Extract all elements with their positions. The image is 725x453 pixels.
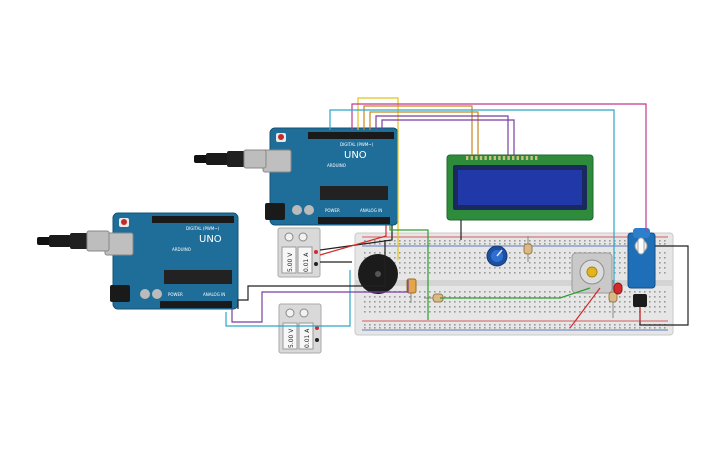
power-supply-top[interactable]: 5.00 V 0.01 A bbox=[277, 227, 321, 278]
arduino-top-model: UNO bbox=[344, 150, 367, 161]
power-supply-bottom-current: 0.01 A bbox=[304, 328, 311, 348]
arduino-top-brand: ARDUINO bbox=[327, 163, 346, 168]
arduino-bottom-digital-label: DIGITAL (PWM~) bbox=[186, 226, 220, 231]
wire-green-2[interactable] bbox=[440, 287, 591, 299]
usb-cable-top[interactable] bbox=[194, 149, 267, 169]
wire-orange-1[interactable] bbox=[363, 105, 473, 155]
piezo-buzzer[interactable] bbox=[358, 254, 398, 294]
transistor[interactable] bbox=[633, 294, 647, 307]
wire-purple-2[interactable] bbox=[381, 119, 515, 155]
arduino-uno-top[interactable]: UNO ARDUINO DIGITAL (PWM~) ANALOG IN POW… bbox=[262, 127, 399, 226]
resistor-2[interactable] bbox=[523, 236, 533, 262]
wire-black-1[interactable] bbox=[237, 240, 386, 309]
dc-motor[interactable] bbox=[571, 252, 613, 294]
wire-pink-1[interactable] bbox=[351, 103, 647, 232]
wire-cyan[interactable] bbox=[225, 270, 351, 327]
arduino-top-digital-label: DIGITAL (PWM~) bbox=[340, 142, 374, 147]
wires[interactable] bbox=[225, 97, 689, 329]
breadboard[interactable] bbox=[354, 232, 674, 336]
arduino-top-power-label: POWER bbox=[325, 208, 340, 213]
power-supply-top-current: 0.01 A bbox=[303, 252, 310, 272]
servo-motor[interactable] bbox=[627, 228, 656, 289]
power-supply-bottom-voltage: 5.00 V bbox=[288, 328, 295, 348]
wire-purple-3[interactable] bbox=[231, 280, 409, 323]
arduino-uno-bottom[interactable]: UNO ARDUINO DIGITAL (PWM~) ANALOG IN POW… bbox=[104, 212, 239, 310]
arduino-bottom-model: UNO bbox=[199, 234, 222, 245]
red-led[interactable] bbox=[613, 282, 623, 295]
potentiometer[interactable] bbox=[486, 245, 508, 267]
arduino-bottom-brand: ARDUINO bbox=[172, 247, 191, 252]
wire-pink-2[interactable] bbox=[329, 109, 615, 284]
wire-red-1[interactable] bbox=[319, 225, 387, 256]
resistor-3[interactable] bbox=[608, 280, 618, 318]
wire-orange-2[interactable] bbox=[369, 111, 479, 155]
wire-green-1[interactable] bbox=[389, 225, 429, 320]
wire-yellow[interactable] bbox=[357, 97, 399, 260]
power-supply-top-voltage: 5.00 V bbox=[287, 252, 294, 272]
usb-cable-bottom[interactable] bbox=[37, 230, 110, 252]
lcd-display[interactable] bbox=[446, 154, 594, 221]
power-supply-bottom[interactable]: 5.00 V 0.01 A bbox=[278, 303, 322, 354]
arduino-top-analog-label: ANALOG IN bbox=[360, 208, 382, 213]
arduino-bottom-analog-label: ANALOG IN bbox=[203, 292, 225, 297]
wire-purple-1[interactable] bbox=[375, 115, 509, 155]
arduino-bottom-power-label: POWER bbox=[168, 292, 183, 297]
lcd-pin-header bbox=[466, 156, 538, 160]
photoresistor[interactable] bbox=[406, 278, 417, 303]
wire-red-2[interactable] bbox=[569, 287, 601, 329]
